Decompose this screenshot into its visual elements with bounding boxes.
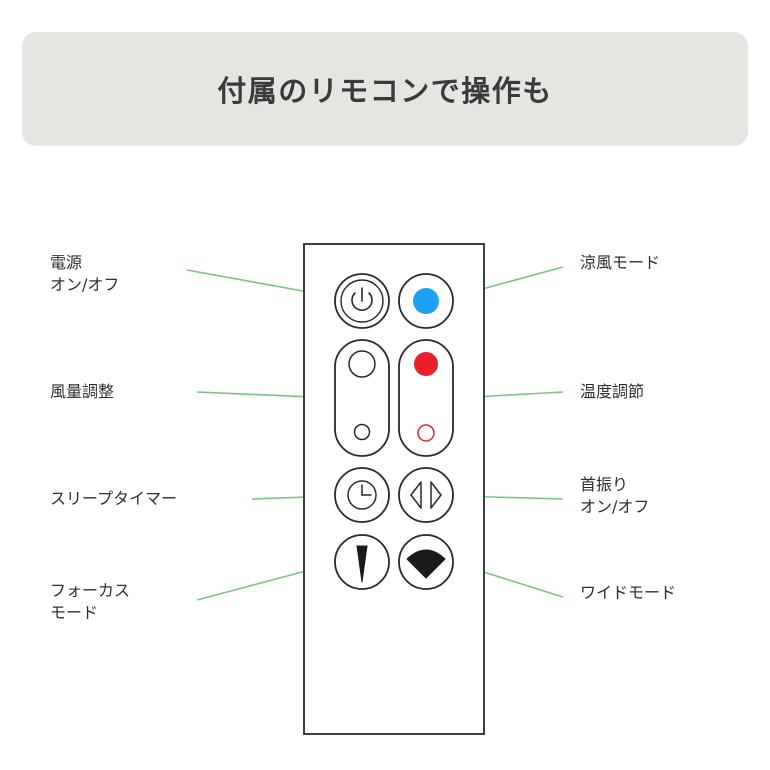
temperature-control[interactable] bbox=[398, 339, 454, 457]
focus-mode-button[interactable] bbox=[334, 534, 390, 590]
oscillation-button[interactable] bbox=[398, 467, 454, 523]
fan-down-small-circle-icon[interactable] bbox=[353, 423, 371, 441]
cool-mode-button[interactable] bbox=[398, 273, 454, 329]
temp-down-red-ring-icon[interactable] bbox=[417, 424, 435, 442]
sleep-timer-label: スリープタイマー bbox=[50, 488, 177, 510]
oscillation-label-line1: 首振り bbox=[580, 475, 629, 494]
sleep-timer-button[interactable] bbox=[334, 467, 390, 523]
focus-mode-label-line1: フォーカス bbox=[50, 581, 131, 600]
fan-up-large-circle-icon[interactable] bbox=[348, 350, 376, 378]
narrow-beam-icon bbox=[356, 545, 368, 583]
focus-mode-label: フォーカス モード bbox=[50, 580, 130, 624]
fan-speed-control[interactable] bbox=[334, 339, 390, 457]
remote-body bbox=[303, 243, 485, 735]
power-icon bbox=[351, 287, 373, 311]
fan-speed-label: 風量調整 bbox=[50, 381, 114, 403]
power-label-line1: 電源 bbox=[50, 253, 83, 272]
fan-speed-label-text: 風量調整 bbox=[50, 382, 115, 401]
wide-mode-button[interactable] bbox=[398, 534, 454, 590]
clock-icon bbox=[347, 480, 377, 510]
focus-mode-label-line2: モード bbox=[50, 603, 99, 622]
power-button[interactable] bbox=[334, 273, 390, 329]
wide-mode-label: ワイドモード bbox=[580, 582, 676, 604]
wide-mode-label-text: ワイドモード bbox=[580, 583, 677, 602]
oscillation-label: 首振り オン/オフ bbox=[580, 474, 649, 518]
oscillation-label-line2: オン/オフ bbox=[580, 497, 650, 516]
temperature-label: 温度調節 bbox=[580, 381, 644, 403]
header-banner: 付属のリモコンで操作も bbox=[22, 32, 748, 146]
power-label: 電源 オン/オフ bbox=[50, 252, 119, 296]
power-label-line2: オン/オフ bbox=[50, 275, 120, 294]
page-title: 付属のリモコンで操作も bbox=[217, 74, 553, 108]
cool-mode-label-text: 涼風モード bbox=[580, 253, 661, 272]
wide-fan-icon bbox=[406, 549, 446, 579]
left-right-arrows-icon bbox=[410, 481, 442, 509]
blue-dot-icon bbox=[413, 288, 439, 314]
sleep-timer-label-text: スリープタイマー bbox=[50, 489, 178, 508]
cool-mode-label: 涼風モード bbox=[580, 252, 660, 274]
temp-up-red-dot-icon[interactable] bbox=[414, 352, 438, 376]
temperature-label-text: 温度調節 bbox=[580, 382, 645, 401]
